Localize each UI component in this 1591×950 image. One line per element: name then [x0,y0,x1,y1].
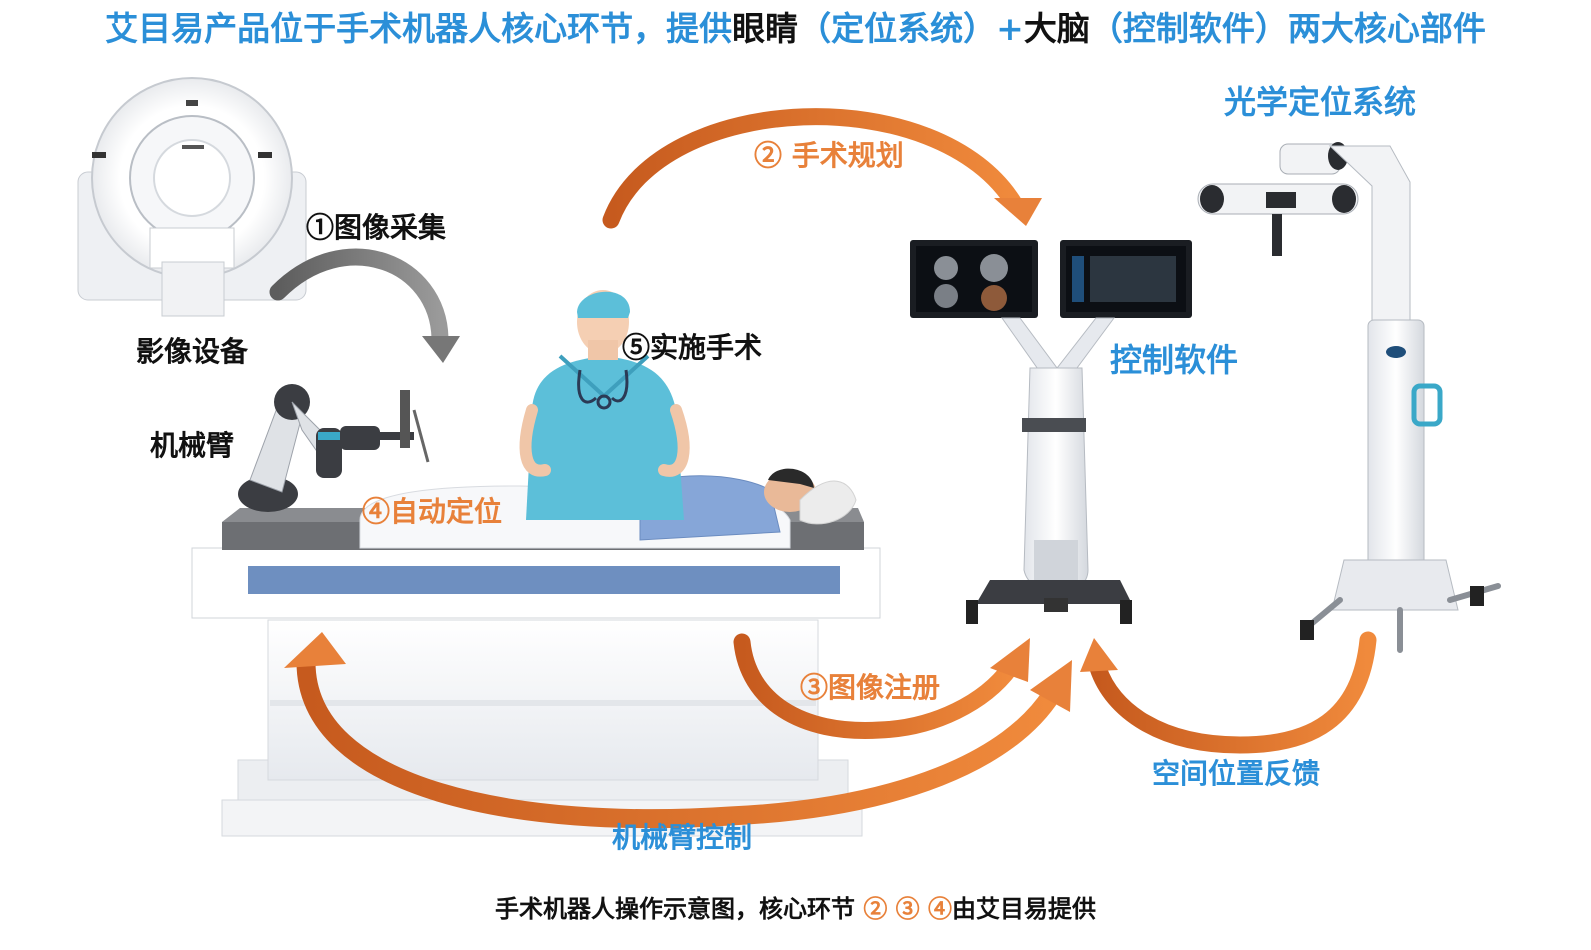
step4-label: ④自动定位 [362,495,503,528]
step2-arrow [602,108,1042,229]
control-software-cart [910,240,1192,624]
figure-caption: 手术机器人操作示意图，核心环节 ② ③ ④由艾目易提供 [494,894,1097,923]
surgical-bed [191,508,881,837]
ct-scanner-icon [77,77,307,317]
caption-steps: ② ③ ④ [863,894,953,923]
robotic-arm-icon [238,384,430,512]
imaging-device-label: 影像设备 [136,335,249,368]
robotic-arm-label: 机械臂 [150,429,235,462]
step5-label: ⑤实施手术 [622,331,763,364]
spatial-feedback-arrow [1080,631,1377,754]
step1-label: ①图像采集 [306,211,447,244]
step1-arrow [269,248,460,363]
step3-arrow [733,633,1030,739]
step2-label: ② 手术规划 [754,139,904,172]
page-title: 艾目易产品位于手术机器人核心环节，提供眼睛（定位系统）+大脑（控制软件）两大核心… [105,9,1486,48]
title-brain: 大脑 [1023,9,1090,48]
optical-positioning-label: 光学定位系统 [1224,83,1417,121]
surgeon-figure [519,290,690,520]
control-software-label: 控制软件 [1110,341,1239,379]
step3-label: ③图像注册 [800,671,941,704]
title-eyes: 眼睛 [732,9,799,48]
spatial-feedback-label: 空间位置反馈 [1152,757,1321,790]
arm-control-label: 机械臂控制 [612,821,753,854]
optical-positioning-stand [1197,142,1501,653]
arm-control-arrow [284,632,1072,829]
